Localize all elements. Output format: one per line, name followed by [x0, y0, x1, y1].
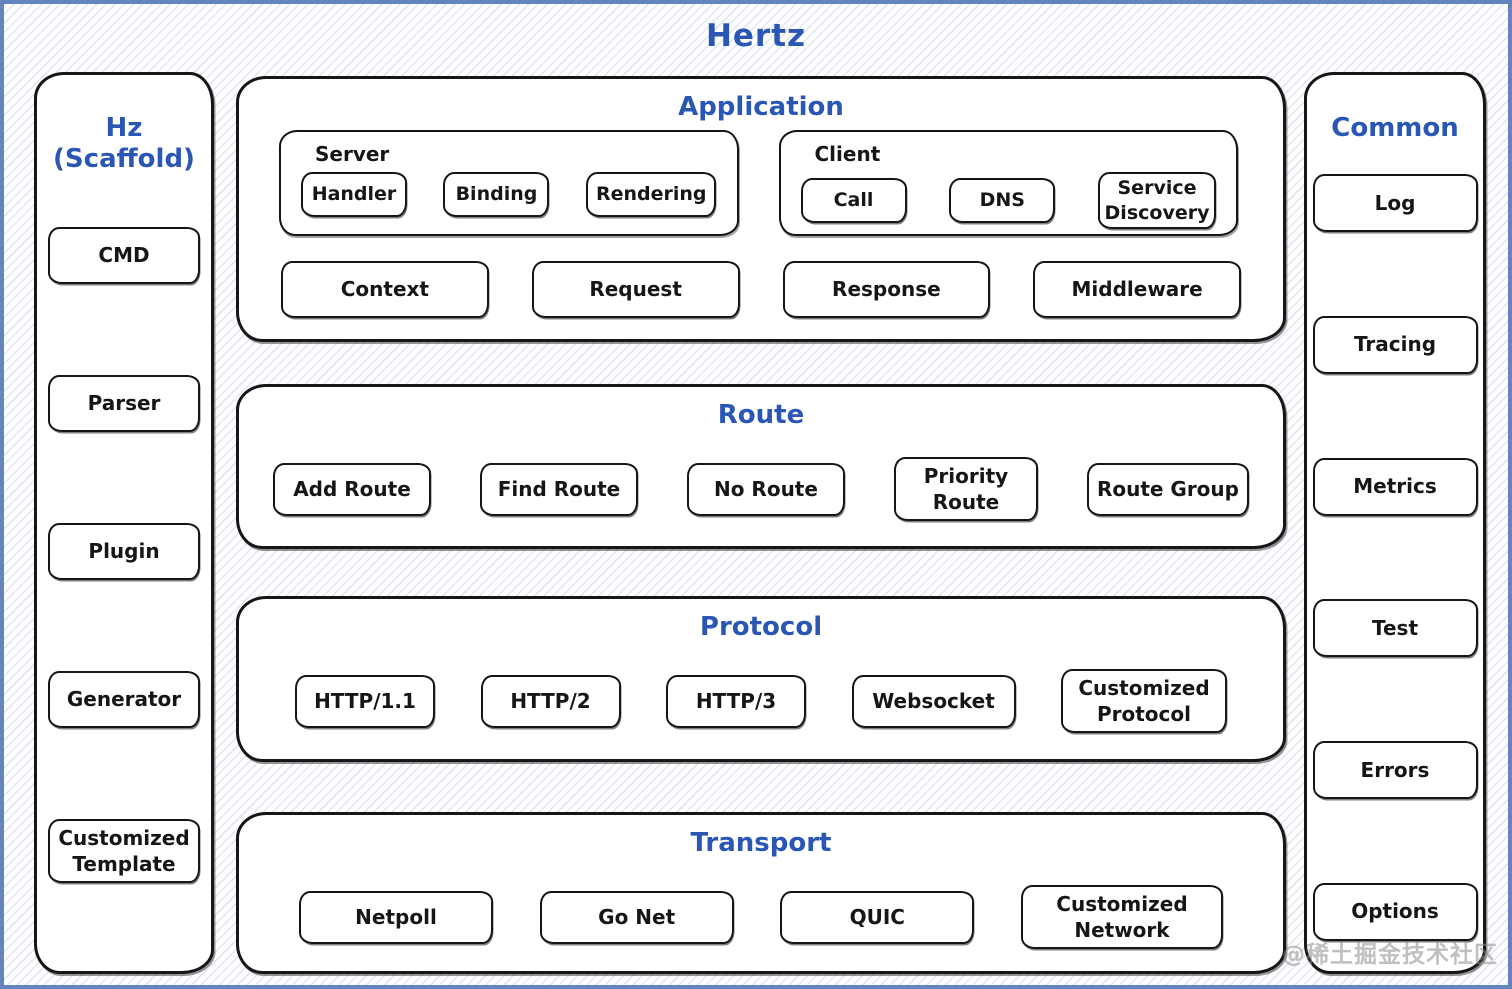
application-bottom-row: Context Request Response Middleware [239, 261, 1283, 318]
node-errors: Errors [1312, 741, 1478, 800]
node-response: Response [782, 261, 991, 318]
route-title: Route [717, 400, 805, 430]
node-parser: Parser [48, 375, 200, 433]
common-panel: Common Log Tracing Metrics Test Errors O… [1304, 72, 1486, 974]
client-group-items: Call DNS Service Discovery [799, 172, 1219, 230]
node-call: Call [800, 178, 907, 224]
transport-panel: Transport Netpoll Go Net QUIC Customized… [236, 812, 1286, 974]
node-route-group: Route Group [1086, 462, 1249, 516]
node-dns: DNS [949, 178, 1056, 224]
application-panel: Application Server Handler Binding Rende… [236, 76, 1286, 342]
protocol-panel: Protocol HTTP/1.1 HTTP/2 HTTP/3 Websocke… [236, 596, 1286, 762]
server-group-items: Handler Binding Rendering [299, 172, 719, 217]
node-netpoll: Netpoll [299, 890, 493, 944]
main-column: Application Server Handler Binding Rende… [236, 76, 1286, 974]
node-quic: QUIC [780, 890, 975, 944]
node-context: Context [281, 261, 489, 318]
hz-scaffold-title-line1: Hz [105, 113, 143, 143]
protocol-title: Protocol [699, 612, 823, 642]
application-title: Application [678, 92, 844, 122]
transport-items: Netpoll Go Net QUIC Customized Network [239, 885, 1283, 949]
node-http3: HTTP/3 [666, 674, 806, 728]
node-generator: Generator [48, 671, 200, 729]
protocol-items: HTTP/1.1 HTTP/2 HTTP/3 Websocket Customi… [239, 669, 1283, 733]
node-tracing: Tracing [1312, 315, 1478, 374]
watermark: @稀土掘金技术社区 [1282, 942, 1498, 968]
hz-scaffold-title: Hz (Scaffold) [53, 113, 195, 175]
node-service-discovery: Service Discovery [1098, 172, 1216, 230]
node-http2: HTTP/2 [480, 674, 621, 728]
node-rendering: Rendering [585, 172, 717, 217]
node-binding: Binding [443, 172, 550, 217]
node-handler: Handler [301, 172, 407, 217]
diagram-title: Hertz [705, 18, 807, 54]
client-group-label: Client [814, 142, 881, 166]
transport-title: Transport [690, 828, 832, 858]
node-find-route: Find Route [479, 462, 638, 516]
node-websocket: Websocket [851, 674, 1016, 728]
node-http11: HTTP/1.1 [295, 674, 435, 728]
node-plugin: Plugin [48, 523, 200, 581]
application-groups: Server Handler Binding Rendering Client … [239, 130, 1283, 236]
node-middleware: Middleware [1033, 261, 1241, 318]
node-customized-network: Customized Network [1020, 885, 1223, 949]
client-group: Client Call DNS Service Discovery [778, 130, 1238, 236]
node-go-net: Go Net [539, 890, 734, 944]
node-priority-route: Priority Route [893, 457, 1038, 521]
server-group: Server Handler Binding Rendering [279, 130, 739, 236]
route-panel: Route Add Route Find Route No Route Prio… [236, 384, 1286, 549]
node-cmd: CMD [48, 227, 200, 285]
node-customized-protocol: Customized Protocol [1061, 669, 1227, 733]
node-metrics: Metrics [1312, 457, 1478, 516]
common-items: Log Tracing Metrics Test Errors Options [1307, 174, 1483, 941]
common-title: Common [1331, 113, 1459, 143]
node-no-route: No Route [686, 462, 845, 516]
node-options: Options [1312, 882, 1478, 941]
node-log: Log [1312, 174, 1478, 233]
server-group-label: Server [315, 142, 390, 166]
node-add-route: Add Route [273, 462, 431, 516]
route-items: Add Route Find Route No Route Priority R… [239, 457, 1283, 521]
node-customized-template: Customized Template [48, 819, 200, 883]
hz-scaffold-items: CMD Parser Plugin Generator Customized T… [37, 227, 211, 883]
hz-scaffold-panel: Hz (Scaffold) CMD Parser Plugin Generato… [34, 72, 214, 974]
node-test: Test [1312, 599, 1478, 658]
node-request: Request [531, 261, 740, 318]
hz-scaffold-title-line2: (Scaffold) [53, 144, 195, 175]
